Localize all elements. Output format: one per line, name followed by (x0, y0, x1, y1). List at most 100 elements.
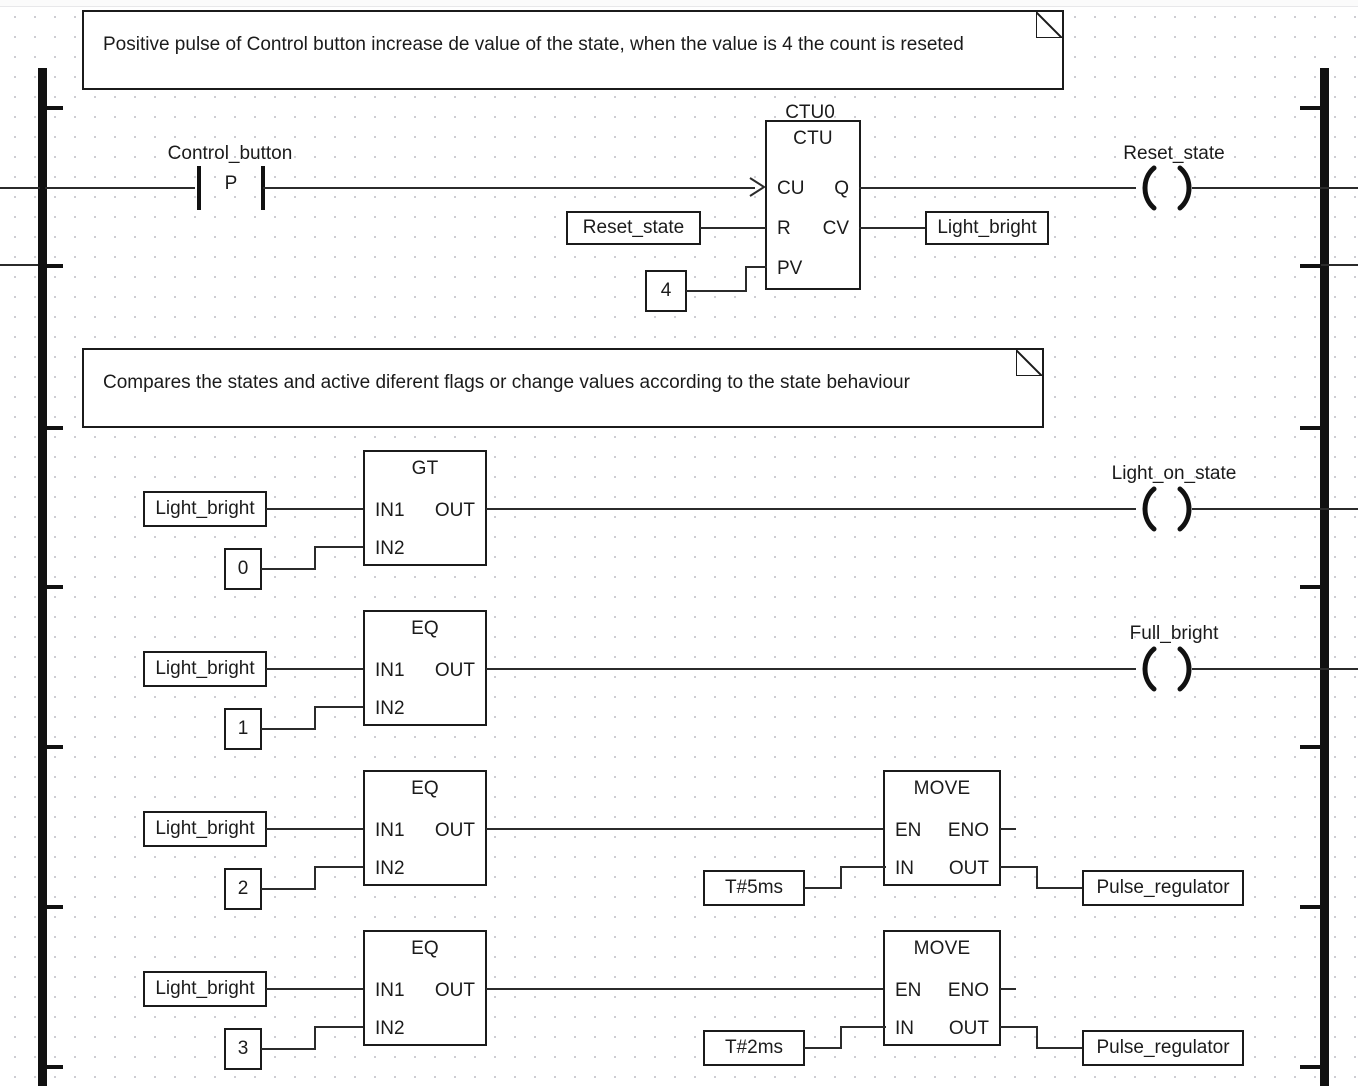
varbox-rung5-move-in-value-text: T#2ms (724, 1037, 784, 1058)
comment-box-1[interactable]: Positive pulse of Control button increas… (82, 10, 1064, 90)
eq2-pin-in2: IN2 (375, 858, 405, 879)
comment-text-1: Positive pulse of Control button increas… (103, 34, 964, 55)
rung5-wire-moveout-seg2 (1036, 1047, 1084, 1049)
varbox-light-bright-output[interactable]: Light_bright (925, 211, 1049, 245)
rung1-wire-cv-to-lightbright (859, 227, 927, 229)
function-block-move-1[interactable]: MOVE EN ENO IN OUT (883, 770, 1001, 886)
rung1-wire-const4-seg2 (745, 266, 767, 268)
varbox-rung5-pulse-regulator[interactable]: Pulse_regulator (1082, 1030, 1244, 1066)
rung4-wire-movein-seg1 (804, 887, 842, 889)
move2-pin-eno: ENO (947, 980, 989, 1001)
rung1-wire-contact-to-cu (263, 187, 755, 189)
rung3-wire-in2-seg2 (314, 706, 366, 708)
rung4-wire-in2-seg2 (314, 866, 366, 868)
rung2-wire-out-to-coil (486, 508, 1136, 510)
ctu-pin-cu: CU (777, 178, 805, 199)
eq1-pin-in2: IN2 (375, 698, 405, 719)
rung1-wire-q-to-coil (859, 187, 1136, 189)
rung1-wire-resetstate-to-r (700, 227, 766, 229)
rung3-wire-out-to-coil (486, 668, 1136, 670)
gt-pin-out: OUT (434, 500, 475, 521)
eq3-pin-in1: IN1 (375, 980, 405, 1001)
rung1-wire-left-overflow (0, 187, 40, 189)
function-block-eq-3[interactable]: EQ IN1 OUT IN2 (363, 930, 487, 1046)
varbox-rung2-in1-text: Light_bright (155, 498, 255, 519)
right-power-rail (1320, 68, 1329, 1086)
varbox-rung4-pulse-regulator[interactable]: Pulse_regulator (1082, 870, 1244, 906)
comment-text-2: Compares the states and active diferent … (103, 372, 910, 393)
constbox-rung5-in2-text: 3 (237, 1038, 249, 1059)
rung3-wire-coil-to-rail (1192, 668, 1322, 670)
rung5-wire-eno-stub (1000, 988, 1016, 990)
rail-stub-right-1 (1300, 106, 1321, 110)
constbox-rung2-in2[interactable]: 0 (224, 548, 262, 590)
constbox-rung5-in2[interactable]: 3 (224, 1028, 262, 1070)
eq3-pin-out: OUT (434, 980, 475, 1001)
ctu-pin-r: R (777, 218, 791, 239)
constbox-pv-value[interactable]: 4 (645, 270, 687, 312)
ctu-pin-cv: CV (822, 218, 849, 239)
rail-stub-right-5 (1300, 745, 1321, 749)
coil-reset-state[interactable] (1134, 163, 1200, 213)
rail-stub-right-6 (1300, 905, 1321, 909)
rung5-wire-in2-jog (314, 1026, 316, 1050)
varbox-rung4-move-in-value[interactable]: T#5ms (703, 870, 805, 906)
move1-pin-eno: ENO (947, 820, 989, 841)
constbox-rung2-in2-text: 0 (237, 558, 249, 579)
comment-box-2[interactable]: Compares the states and active diferent … (82, 348, 1044, 428)
rung-divider-1 (0, 264, 38, 266)
varbox-rung5-in1[interactable]: Light_bright (143, 971, 267, 1007)
eq1-pin-in1: IN1 (375, 660, 405, 681)
rung1-wire-rail-overflow (1321, 187, 1358, 189)
constbox-rung3-in2-text: 1 (237, 718, 249, 739)
function-block-move-2[interactable]: MOVE EN ENO IN OUT (883, 930, 1001, 1046)
rail-stub-left-5 (45, 745, 63, 749)
rail-stub-right-4 (1300, 585, 1321, 589)
rung2-wire-coil-to-rail (1192, 508, 1322, 510)
varbox-rung4-in1-text: Light_bright (155, 818, 255, 839)
contact-control-button[interactable]: P (197, 166, 265, 210)
rung4-wire-movein-jog (840, 866, 842, 889)
eq3-pin-in2: IN2 (375, 1018, 405, 1039)
rung5-wire-out-to-en (486, 988, 885, 990)
rung4-wire-out-to-en (486, 828, 885, 830)
contact-modifier-p: P (224, 173, 238, 194)
function-block-ctu[interactable]: CTU CU Q R CV PV (765, 120, 861, 290)
ctu-instance-name: CTU0 (785, 102, 835, 123)
coil-label-reset-state: Reset_state (1123, 143, 1225, 164)
function-block-eq-1[interactable]: EQ IN1 OUT IN2 (363, 610, 487, 726)
rail-stub-left-1 (45, 106, 63, 110)
rung1-wire-const4-seg1 (686, 290, 746, 292)
function-block-gt[interactable]: GT IN1 OUT IN2 (363, 450, 487, 566)
coil-light-on-state[interactable] (1134, 484, 1200, 534)
rung4-wire-in1 (266, 828, 365, 830)
constbox-rung3-in2[interactable]: 1 (224, 708, 262, 750)
eq2-pin-out: OUT (434, 820, 475, 841)
varbox-rung2-in1[interactable]: Light_bright (143, 491, 267, 527)
move2-block-type: MOVE (913, 938, 971, 959)
rung5-wire-in2-seg1 (261, 1048, 315, 1050)
eq1-block-type: EQ (411, 618, 439, 639)
varbox-rung5-pulse-regulator-text: Pulse_regulator (1096, 1037, 1230, 1058)
varbox-rung3-in1[interactable]: Light_bright (143, 651, 267, 687)
coil-full-bright[interactable] (1134, 644, 1200, 694)
function-block-eq-2[interactable]: EQ IN1 OUT IN2 (363, 770, 487, 886)
left-power-rail (38, 68, 47, 1086)
constbox-rung4-in2[interactable]: 2 (224, 868, 262, 910)
varbox-reset-state-input[interactable]: Reset_state (566, 211, 701, 245)
varbox-rung4-pulse-regulator-text: Pulse_regulator (1096, 877, 1230, 898)
rail-stub-left-4 (45, 585, 63, 589)
rail-stub-left-2 (45, 264, 63, 268)
rung4-wire-moveout-seg1 (1000, 866, 1038, 868)
ctu-pin-pv: PV (777, 258, 803, 279)
cu-input-arrow-icon (749, 177, 766, 197)
varbox-reset-state-input-text: Reset_state (582, 217, 685, 238)
rung3-wire-in2-jog (314, 706, 316, 730)
rail-stub-right-7 (1300, 1065, 1321, 1069)
varbox-rung4-in1[interactable]: Light_bright (143, 811, 267, 847)
varbox-rung5-move-in-value[interactable]: T#2ms (703, 1030, 805, 1066)
gt-pin-in1: IN1 (375, 500, 405, 521)
varbox-rung5-in1-text: Light_bright (155, 978, 255, 999)
contact-bar-left (197, 166, 201, 210)
